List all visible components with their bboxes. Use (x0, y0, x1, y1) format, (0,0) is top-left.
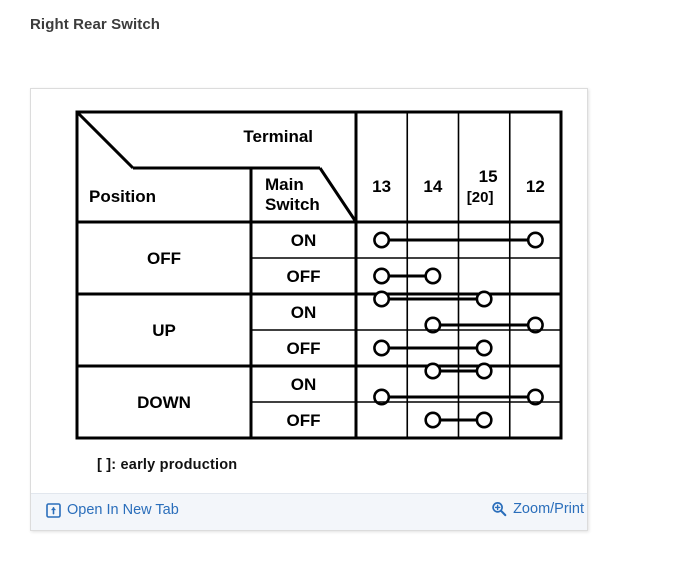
main-switch-cell-label: OFF (287, 411, 321, 430)
position-header-label: Position (89, 187, 156, 206)
zoom-in-icon (491, 501, 507, 517)
open-in-new-tab-link[interactable]: Open In New Tab (46, 502, 179, 518)
terminal-node (373, 339, 391, 357)
terminal-header-label: Terminal (243, 127, 313, 146)
header-diagonal-upper (75, 110, 135, 170)
open-in-new-tab-label: Open In New Tab (67, 502, 179, 518)
terminal-node (424, 267, 442, 285)
continuity-connection (373, 231, 544, 249)
terminal-node (424, 411, 442, 429)
main-switch-header-label-line1: Main (265, 175, 304, 194)
position-cell-label: DOWN (137, 393, 191, 412)
page-title: Right Rear Switch (30, 16, 161, 33)
main-switch-header-label-line2: Switch (265, 195, 320, 214)
terminal-column-label: 14 (423, 177, 442, 196)
main-switch-cell-label: ON (291, 303, 317, 322)
open-in-new-tab-icon (46, 502, 61, 518)
terminal-column-label: 15 (479, 167, 498, 186)
diagram-note: [ ]: early production (97, 457, 238, 473)
terminal-column-label: 12 (526, 177, 545, 196)
terminal-node (475, 290, 493, 308)
terminal-node (475, 362, 493, 380)
zoom-print-link[interactable]: Zoom/Print (491, 501, 584, 517)
continuity-connection (424, 316, 544, 334)
figure-footer-bar: Open In New Tab Zoom/Print (31, 493, 587, 530)
terminal-node (373, 290, 391, 308)
table-outer-border (75, 110, 563, 440)
terminal-node (373, 388, 391, 406)
terminal-column-sublabel: [20] (467, 189, 494, 206)
terminal-node (424, 316, 442, 334)
continuity-connection (373, 267, 442, 285)
terminal-node (526, 388, 544, 406)
main-switch-cell-label: ON (291, 231, 317, 250)
continuity-connection (373, 290, 493, 308)
continuity-connection (424, 411, 493, 429)
main-switch-cell-label: ON (291, 375, 317, 394)
continuity-connection (373, 388, 544, 406)
terminal-node (526, 231, 544, 249)
terminal-node (526, 316, 544, 334)
position-cell-label: OFF (147, 249, 181, 268)
position-cell-label: UP (152, 321, 176, 340)
zoom-print-label: Zoom/Print (513, 501, 584, 517)
terminal-node (475, 411, 493, 429)
terminal-column-label: 13 (372, 177, 391, 196)
continuity-connection (373, 339, 493, 357)
terminal-node (475, 339, 493, 357)
header-diagonal-lower (318, 167, 358, 223)
main-switch-cell-label: OFF (287, 267, 321, 286)
terminal-node (424, 362, 442, 380)
main-switch-cell-label: OFF (287, 339, 321, 358)
continuity-connection (424, 362, 493, 380)
terminal-node (373, 231, 391, 249)
terminal-node (373, 267, 391, 285)
